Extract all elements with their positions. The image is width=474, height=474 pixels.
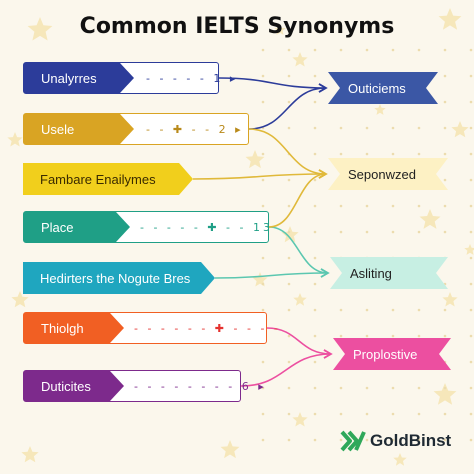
star-icon — [464, 244, 474, 255]
star-icon — [21, 446, 39, 463]
left-item-5: Hedirters the Nogute Bres — [23, 262, 215, 294]
connector-line — [192, 173, 327, 180]
left-item-marker: - - - - - 1 ▸ — [146, 71, 239, 85]
star-icon — [438, 8, 462, 30]
connector-line — [266, 327, 332, 355]
star-icon — [419, 209, 441, 229]
left-item-6: Thiolgh - - - - - - ✚ - - - - — [23, 312, 278, 344]
left-item-label: Place — [24, 212, 130, 242]
arrowhead-icon — [323, 349, 333, 359]
right-item-2: Seponwzed — [328, 158, 448, 190]
star-icon — [274, 24, 286, 35]
arrowhead-icon — [318, 169, 328, 179]
right-item-3: Asliting — [330, 257, 448, 289]
left-item-marker: - - - - - ✚ - - 13 — [140, 220, 273, 234]
left-item-1: Unalyrres - - - - - 1 ▸ — [23, 62, 235, 94]
star-icon — [442, 292, 458, 307]
left-item-label: Duticites — [24, 371, 124, 401]
left-item-marker: - - - - - - - - 6 ▸ — [134, 379, 267, 393]
left-item-7: Duticites - - - - - - - - 6 ▸ — [23, 370, 264, 402]
arrowhead-icon — [318, 83, 328, 93]
right-item-4: Proplostive — [333, 338, 451, 370]
connector-line — [240, 353, 332, 387]
left-item-label: Hedirters the Nogute Bres — [23, 262, 215, 294]
star-icon — [252, 272, 268, 287]
connector-line — [248, 128, 327, 175]
left-item-3: Fambare Enailymes — [23, 163, 193, 195]
connector-line — [268, 173, 327, 228]
star-icon — [374, 104, 386, 115]
star-icon — [393, 453, 407, 466]
right-item-1: Outiciems — [328, 72, 438, 104]
star-icon — [281, 226, 299, 243]
star-icon — [293, 293, 307, 306]
left-item-label: Unalyrres — [24, 63, 134, 93]
connector-line — [268, 226, 329, 274]
star-icon — [292, 412, 308, 427]
star-icon — [27, 17, 53, 41]
star-icon — [11, 291, 29, 308]
arrowhead-icon — [320, 268, 330, 278]
connector-line — [218, 77, 327, 89]
double-chevron-logo-icon — [340, 430, 366, 452]
page-title: Common IELTS Synonyms — [79, 14, 395, 39]
star-icon — [220, 440, 240, 459]
connector-line — [214, 272, 329, 279]
left-item-label: Fambare Enailymes — [23, 163, 193, 195]
left-item-4: Place - - - - - ✚ - - 13 — [23, 211, 270, 243]
star-icon — [292, 52, 308, 67]
star-icon — [7, 132, 23, 147]
star-icon — [245, 150, 265, 169]
star-icon — [433, 383, 457, 405]
left-item-marker: - - ✚ - - 2 ▸ — [146, 122, 244, 136]
left-item-marker: - - - - - - ✚ - - - - — [134, 321, 281, 335]
connector-line — [248, 87, 327, 130]
star-icon — [451, 121, 469, 138]
brand-name: GoldBinst — [370, 431, 452, 450]
left-item-2: Usele - - ✚ - - 2 ▸ — [23, 113, 249, 145]
brand-logo: GoldBinst — [340, 430, 451, 452]
left-item-label: Usele — [24, 114, 134, 144]
left-item-label: Thiolgh — [24, 313, 124, 343]
